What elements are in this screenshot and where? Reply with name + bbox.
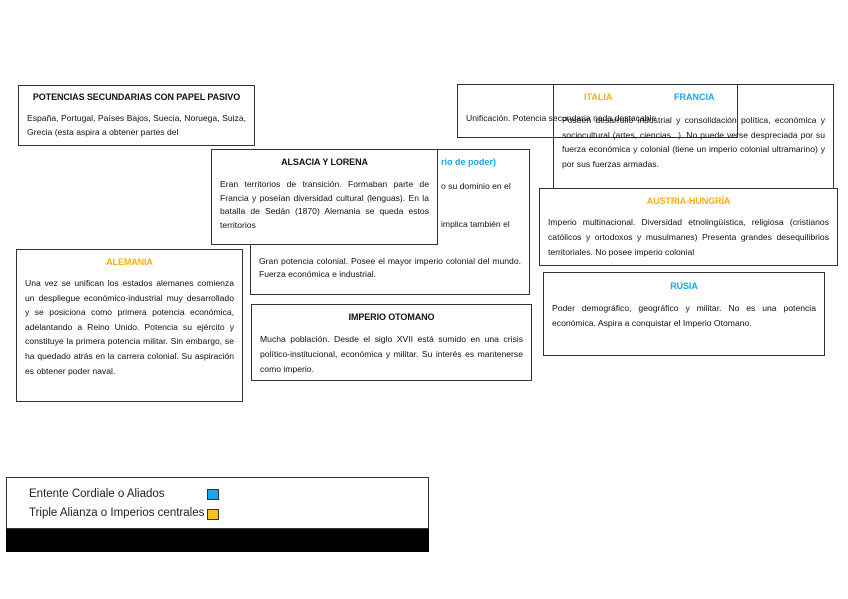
- potencias-secundarias-box: POTENCIAS SECUNDARIAS CON PAPEL PASIVO E…: [18, 85, 255, 146]
- alemania-box: ALEMANIA Una vez se unifican los estados…: [16, 249, 243, 402]
- rusia-box: RUSIA Poder demográfico, geográfico y mi…: [543, 272, 825, 356]
- reino-unido-line1: o su dominio en el: [441, 181, 511, 191]
- austria-hungria-box: AUSTRIA-HUNGRÍA Imperio multinacional. D…: [539, 188, 838, 266]
- alemania-text: Una vez se unifican los estados alemanes…: [25, 278, 234, 376]
- alsacia-lorena-text: Eran territorios de transición. Formaban…: [220, 179, 429, 230]
- legend-triple-alianza-swatch: [207, 509, 219, 520]
- legend-entente-label: Entente Cordiale o Aliados: [29, 488, 165, 500]
- reino-unido-line2: implica también el: [441, 219, 510, 229]
- potencias-secundarias-text: España, Portugal, Países Bajos, Suecia, …: [27, 113, 246, 137]
- imperio-otomano-box: IMPERIO OTOMANO Mucha población. Desde e…: [251, 304, 532, 381]
- legend: Entente Cordiale o Aliados Triple Alianz…: [6, 477, 429, 552]
- austria-hungria-title: AUSTRIA-HUNGRÍA: [646, 196, 731, 206]
- reino-unido-text: Gran potencia colonial. Posee el mayor i…: [259, 256, 521, 279]
- imperio-otomano-text: Mucha población. Desde el siglo XVII est…: [260, 334, 523, 374]
- italia-box: Unificación. Potencia secundaria nada de…: [457, 84, 738, 138]
- potencias-secundarias-title: POTENCIAS SECUNDARIAS CON PAPEL PASIVO: [32, 92, 241, 102]
- alemania-title: ALEMANIA: [106, 257, 153, 267]
- legend-triple-alianza-label: Triple Alianza o Imperios centrales: [29, 507, 205, 519]
- alsacia-lorena-title: ALSACIA Y LORENA: [281, 157, 368, 167]
- austria-hungria-text: Imperio multinacional. Diversidad etnoli…: [548, 217, 829, 257]
- italia-text: Unificación. Potencia secundaria nada de…: [466, 113, 657, 123]
- francia-box: ITALIA FRANCIA Poseen desarrollo industr…: [553, 84, 834, 189]
- rusia-title: RUSIA: [670, 281, 698, 291]
- italia-title: ITALIA: [584, 92, 613, 102]
- imperio-otomano-title: IMPERIO OTOMANO: [348, 312, 435, 322]
- francia-title: FRANCIA: [674, 92, 715, 102]
- alsacia-lorena-box: ALSACIA Y LORENA Eran territorios de tra…: [211, 149, 438, 245]
- francia-text: Poseen desarrollo industrial y consolida…: [562, 115, 825, 170]
- reino-unido-title-fragment: rio de poder): [441, 157, 497, 167]
- rusia-text: Poder demográfico, geográfico y militar.…: [552, 303, 816, 328]
- legend-entente-swatch: [207, 489, 219, 500]
- legend-panel: Entente Cordiale o Aliados Triple Alianz…: [6, 477, 429, 529]
